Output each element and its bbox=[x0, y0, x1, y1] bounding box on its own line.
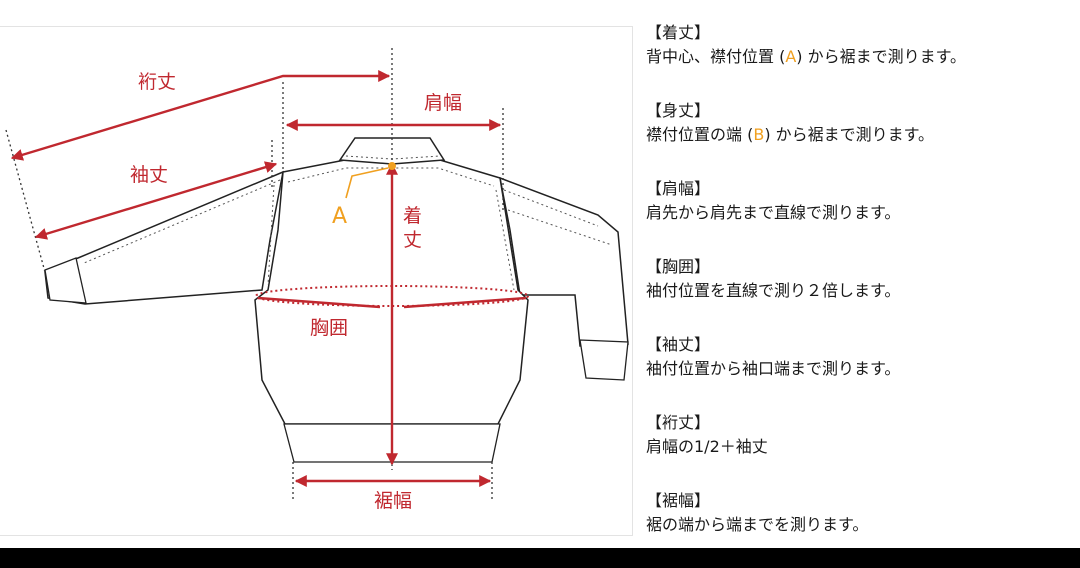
note-yuki: 【裄丈】 肩幅の1/2＋袖丈 bbox=[646, 412, 1076, 490]
sodetake-label: 袖丈 bbox=[130, 164, 168, 186]
note-text: 襟付位置の端 ( bbox=[646, 125, 754, 144]
yuki-label: 裄丈 bbox=[138, 71, 176, 93]
note-susohaba: 【裾幅】 裾の端から端までを測ります。 bbox=[646, 490, 1076, 568]
note-title: 【裄丈】 bbox=[646, 413, 711, 432]
note-body: 裾の端から端までを測ります。 bbox=[646, 515, 869, 534]
note-text: ) から裾まで測ります。 bbox=[764, 125, 935, 144]
right-cuff bbox=[579, 339, 629, 381]
note-title: 【裾幅】 bbox=[646, 491, 711, 510]
note-body: 肩幅の1/2＋袖丈 bbox=[646, 437, 768, 456]
note-text: ) から裾まで測ります。 bbox=[796, 47, 967, 66]
right-sleeve bbox=[499, 176, 629, 347]
note-body: 袖付位置から袖口端まで測ります。 bbox=[646, 359, 901, 378]
point-a-marker bbox=[388, 162, 396, 170]
right-sleeve-stitch-2 bbox=[507, 209, 613, 246]
note-title: 【着丈】 bbox=[646, 23, 711, 42]
side-stitch-right bbox=[495, 189, 515, 291]
note-title: 【胸囲】 bbox=[646, 257, 711, 276]
left-cuff bbox=[44, 257, 87, 304]
note-mitake: 【身丈】 襟付位置の端 (B) から裾まで測ります。 bbox=[646, 100, 1076, 178]
note-title: 【肩幅】 bbox=[646, 179, 711, 198]
sweater-measurement-diagram: 裄丈 肩幅 袖丈 着 丈 A 胸囲 裾幅 bbox=[5, 48, 629, 512]
susohaba-label: 裾幅 bbox=[374, 490, 412, 512]
kitake-label-1: 着 bbox=[403, 205, 422, 227]
chest-line-right bbox=[403, 296, 527, 309]
note-katahaba: 【肩幅】 肩先から肩先まで直線で測ります。 bbox=[646, 178, 1076, 256]
point-a-label: A bbox=[332, 204, 347, 229]
right-sleeve-stitch bbox=[503, 189, 599, 227]
point-a-leader bbox=[345, 167, 389, 199]
note-mark-a: A bbox=[785, 47, 797, 66]
size-guide-panel: 裄丈 肩幅 袖丈 着 丈 A 胸囲 裾幅 【着丈】 背中心、襟付位置 (A) か… bbox=[0, 0, 1080, 548]
chest-line-left bbox=[257, 296, 381, 309]
cuff-guide-left bbox=[5, 129, 46, 273]
collar bbox=[338, 137, 446, 165]
katahaba-label: 肩幅 bbox=[424, 92, 462, 114]
note-body: 肩先から肩先まで直線で測ります。 bbox=[646, 203, 901, 222]
measurement-notes: 【着丈】 背中心、襟付位置 (A) から裾まで測ります。 【身丈】 襟付位置の端… bbox=[646, 22, 1076, 568]
note-kitake: 【着丈】 背中心、襟付位置 (A) から裾まで測ります。 bbox=[646, 22, 1076, 100]
kitake-label-2: 丈 bbox=[403, 229, 422, 251]
note-title: 【袖丈】 bbox=[646, 335, 711, 354]
note-munei: 【胸囲】 袖付位置を直線で測り２倍します。 bbox=[646, 256, 1076, 334]
munei-label: 胸囲 bbox=[310, 317, 348, 339]
sodetake-arrow bbox=[34, 161, 278, 240]
diagram-frame bbox=[0, 26, 633, 536]
note-sodetake: 【袖丈】 袖付位置から袖口端まで測ります。 bbox=[646, 334, 1076, 412]
note-title: 【身丈】 bbox=[646, 101, 711, 120]
note-body: 背中心、襟付位置 (A) から裾まで測ります。 bbox=[646, 44, 1076, 70]
note-body: 襟付位置の端 (B) から裾まで測ります。 bbox=[646, 122, 1076, 148]
note-body: 袖付位置を直線で測り２倍します。 bbox=[646, 281, 901, 300]
note-text: 背中心、襟付位置 ( bbox=[646, 47, 786, 66]
yuki-arrow bbox=[10, 70, 391, 161]
note-mark-b: B bbox=[753, 125, 765, 144]
